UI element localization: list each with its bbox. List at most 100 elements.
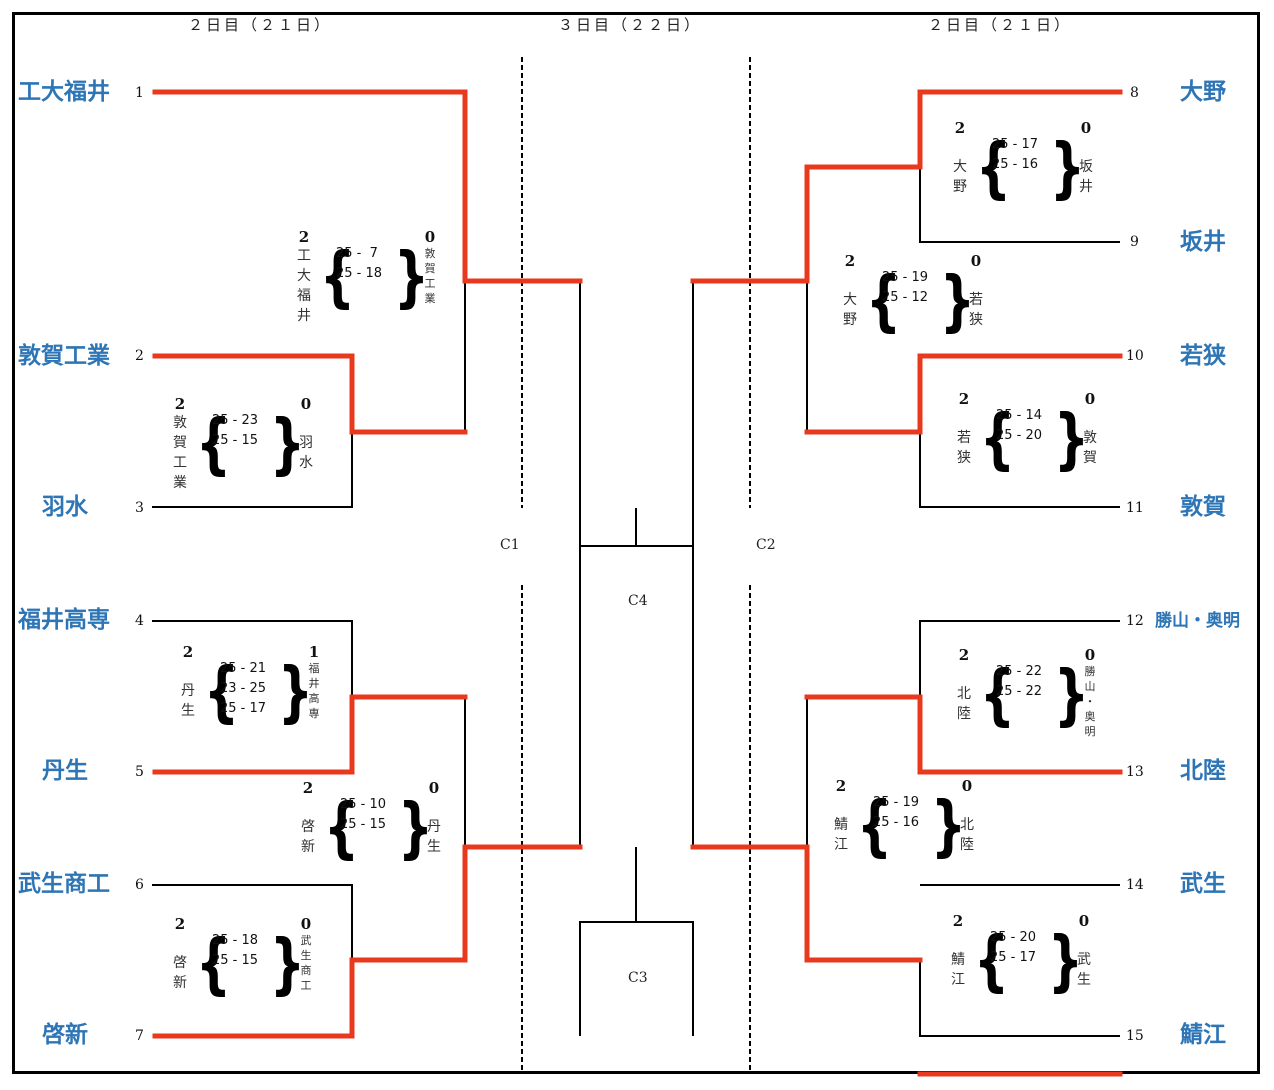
team-name-3: 羽水	[42, 494, 88, 520]
winner-sets-won: 2	[835, 777, 847, 795]
day-header-right: ２日目（２１日）	[928, 16, 1073, 34]
winner-name-vertical: 鯖 江	[951, 952, 965, 988]
set-score: 23 - 25	[220, 681, 267, 696]
set-score: 25 - 20	[990, 930, 1037, 945]
winner-path-seed-2	[152, 353, 468, 435]
seed-13: 13	[1126, 764, 1144, 780]
brace-open: {	[979, 656, 1016, 733]
winner-path-seed-8	[690, 89, 1123, 284]
loser-sets-won: 0	[1078, 912, 1090, 930]
loser-name-vertical: 敦 賀	[1083, 430, 1097, 466]
line-seed-11	[919, 432, 1120, 508]
winner-name-vertical: 敦 賀 工 業	[173, 415, 187, 491]
seed-5: 5	[135, 764, 144, 780]
brace-open: {	[203, 653, 240, 730]
loser-sets-won: 1	[308, 643, 320, 661]
loser-name-vertical: 坂 井	[1079, 159, 1093, 195]
set-scores: 25 - 14 25 - 20	[996, 406, 1058, 446]
seed-12: 12	[1126, 613, 1144, 629]
loser-sets-won: 0	[961, 777, 973, 795]
set-scores: 25 - 19 25 - 16	[873, 793, 935, 833]
seed-3: 3	[135, 500, 144, 516]
team-name-11: 敦賀	[1180, 494, 1226, 520]
winner-name-vertical: 鯖 江	[834, 817, 848, 853]
loser-sets-won: 0	[1084, 646, 1096, 664]
bracket-frame	[12, 12, 1260, 1074]
set-score: 25 - 18	[212, 933, 259, 948]
seed-4: 4	[135, 613, 144, 629]
team-name-14: 武生	[1180, 871, 1226, 897]
seed-11: 11	[1126, 500, 1144, 516]
loser-sets-won: 0	[300, 915, 312, 933]
team-name-9: 坂井	[1180, 229, 1226, 255]
loser-sets-won: 0	[424, 228, 436, 246]
loser-name-vertical: 北 陸	[960, 817, 974, 853]
winner-name-vertical: 丹 生	[181, 683, 195, 719]
set-score: 25 - 17	[992, 137, 1039, 152]
day-header-left: ２日目（２１日）	[188, 16, 333, 34]
set-score: 25 - 16	[873, 815, 920, 830]
winner-sets-won: 2	[174, 915, 186, 933]
winner-sets-won: 2	[182, 643, 194, 661]
line-third-place-c3	[579, 921, 694, 1036]
brace-open: {	[975, 129, 1012, 206]
winner-sets-won: 2	[954, 119, 966, 137]
line-seed-12	[919, 620, 1120, 697]
set-score: 25 - 19	[882, 270, 929, 285]
set-score: 25 - 20	[996, 428, 1043, 443]
team-name-8: 大野	[1180, 79, 1226, 105]
brace-close: }	[1047, 922, 1084, 999]
team-name-12: 勝山・奥明	[1155, 611, 1240, 631]
loser-name-vertical: 若 狭	[969, 292, 983, 328]
brace-open: {	[195, 405, 232, 482]
brace-close: }	[277, 653, 314, 730]
brace-close: }	[939, 262, 976, 339]
seed-6: 6	[135, 877, 144, 893]
brace-open: {	[973, 922, 1010, 999]
team-name-7: 啓新	[42, 1022, 88, 1048]
brace-open: {	[319, 238, 356, 315]
team-name-6: 武生商工	[18, 871, 110, 897]
set-score: 25 - 17	[990, 950, 1037, 965]
loser-name-vertical: 勝 山 ・ 奥 明	[1084, 665, 1096, 738]
brace-close: }	[397, 789, 434, 866]
winner-sets-won: 2	[844, 252, 856, 270]
set-score: 25 - 23	[212, 413, 259, 428]
winner-name-vertical: 北 陸	[957, 686, 971, 722]
line-seed-6	[152, 884, 353, 960]
team-name-15: 鯖江	[1180, 1022, 1226, 1048]
winner-path-seed-5	[152, 694, 468, 775]
set-score: 25 - 19	[873, 795, 920, 810]
brace-close: }	[269, 925, 306, 1002]
brace-close: }	[1049, 129, 1086, 206]
line-seed-15	[919, 960, 1120, 1037]
brace-close: }	[930, 787, 967, 864]
seed-9: 9	[1130, 234, 1139, 250]
winner-sets-won: 2	[298, 228, 310, 246]
winner-sets-won: 2	[174, 395, 186, 413]
loser-name-vertical: 丹 生	[427, 819, 441, 855]
line-seed-4	[152, 620, 353, 697]
seed-1: 1	[135, 85, 144, 101]
team-name-13: 北陸	[1180, 758, 1226, 784]
set-scores: 25 - 20 25 - 17	[990, 928, 1052, 968]
team-name-1: 工大福井	[18, 79, 110, 105]
winner-path-seed-7	[152, 844, 583, 1039]
winner-path-seed-15	[690, 844, 923, 963]
brace-open: {	[979, 400, 1016, 477]
set-score: 25 - 14	[996, 408, 1043, 423]
set-score: 25 - 10	[340, 797, 387, 812]
loser-sets-won: 0	[1080, 119, 1092, 137]
team-name-5: 丹生	[42, 758, 88, 784]
winner-path-seed-10	[804, 353, 1123, 435]
